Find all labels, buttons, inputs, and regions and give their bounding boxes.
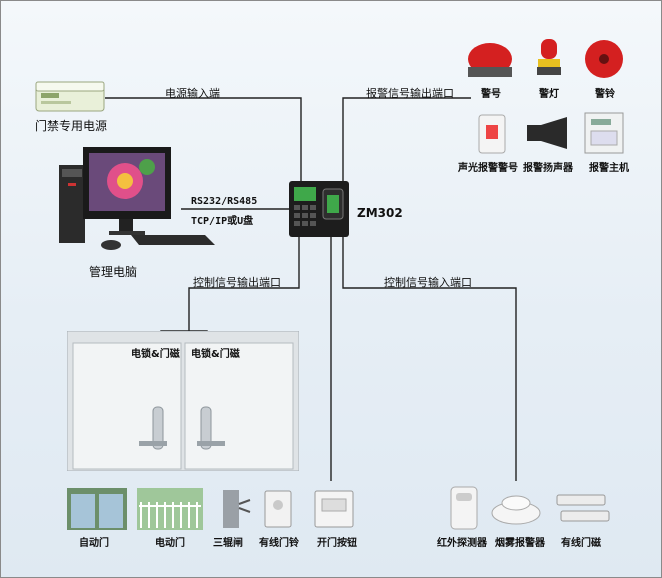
input-device-label: 烟雾报警器 [495,538,545,549]
input-device-label: 红外探测器 [437,538,487,549]
door-contact-icon [553,489,613,533]
power-supply-label: 门禁专用电源 [35,119,108,133]
strobe-siren-icon [477,113,507,159]
siren-icon [463,39,517,85]
alarm-device-label: 警灯 [539,89,559,100]
output-device-label: 三辊闸 [213,538,243,549]
alarm-device-label: 警号 [481,89,501,100]
electric-gate-icon [137,488,203,534]
door-lock-label: 电锁&门磁 [131,349,180,360]
comm-label-2: TCP/IP或U盘 [191,216,254,227]
speaker-icon [523,115,573,157]
alarm-device-label: 报警主机 [589,163,629,174]
alarm-wire [342,97,471,185]
alarm-device-label: 报警扬声器 [523,163,573,174]
power-supply-box-icon [35,79,107,119]
alarm-out-label: 报警信号输出端口 [366,87,454,100]
door-lock-label: 电锁&门磁 [191,349,240,360]
output-device-label: 开门按钮 [317,538,357,549]
alarm-bell-icon [581,37,627,85]
infrared-detector-icon [449,485,479,535]
controller-icon [289,181,351,243]
control-in-wire [342,237,517,481]
input-device-label: 有线门磁 [561,538,601,549]
computer-label: 管理电脑 [89,265,138,279]
control-out-label: 控制信号输出端口 [193,276,281,289]
auto-door-icon [67,488,127,534]
power-wire [105,97,302,185]
control-out-wire [188,237,300,331]
turnstile-icon [219,488,251,534]
exit-button-icon [313,489,355,533]
double-door-icon [66,330,300,475]
output-device-label: 电动门 [155,538,185,549]
control-in-label: 控制信号输入端口 [384,276,472,289]
comm-label-1: RS232/RS485 [191,196,258,207]
warning-light-icon [535,37,563,83]
controller-model: ZM302 [357,206,403,220]
smoke-detector-icon [489,491,543,531]
doorbell-icon [263,489,293,533]
alarm-panel-icon [583,111,625,159]
alarm-device-label: 声光报警警号 [458,163,518,174]
alarm-device-label: 警铃 [595,89,615,100]
computer-icon [59,147,219,259]
output-device-label: 自动门 [79,538,109,549]
power-in-label: 电源输入端 [165,87,220,100]
output-device-label: 有线门铃 [259,538,299,549]
